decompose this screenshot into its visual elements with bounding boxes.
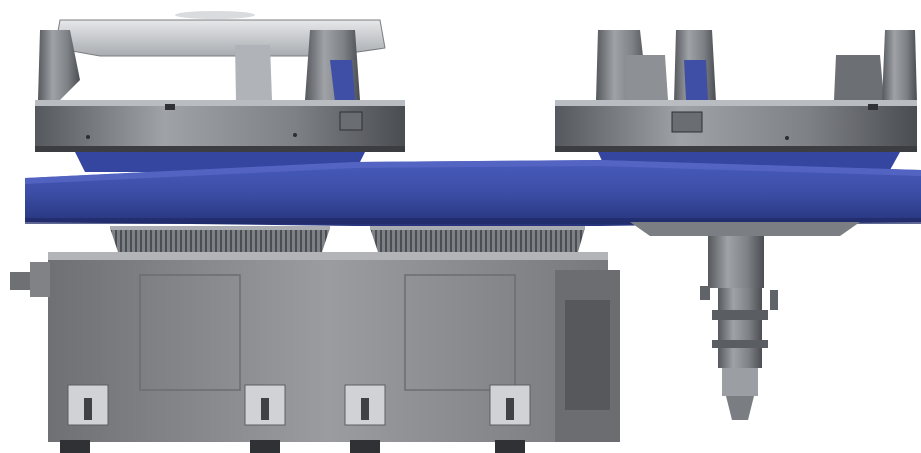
- bolt-icon: [785, 136, 789, 140]
- floor-foot-icon: [350, 440, 380, 453]
- gear-ring-right: [370, 226, 585, 252]
- floor-foot-icon: [60, 440, 90, 453]
- bolt-icon: [293, 133, 297, 137]
- base-cabinet: [10, 252, 620, 453]
- floor-foot-icon: [250, 440, 280, 453]
- gear-ring-left: [110, 226, 330, 252]
- right-fixture: [555, 30, 917, 170]
- left-fixture: [35, 11, 405, 172]
- bolt-icon: [86, 135, 90, 139]
- turntable: [25, 160, 921, 226]
- floor-foot-icon: [495, 440, 525, 453]
- spindle-unit: [630, 222, 860, 420]
